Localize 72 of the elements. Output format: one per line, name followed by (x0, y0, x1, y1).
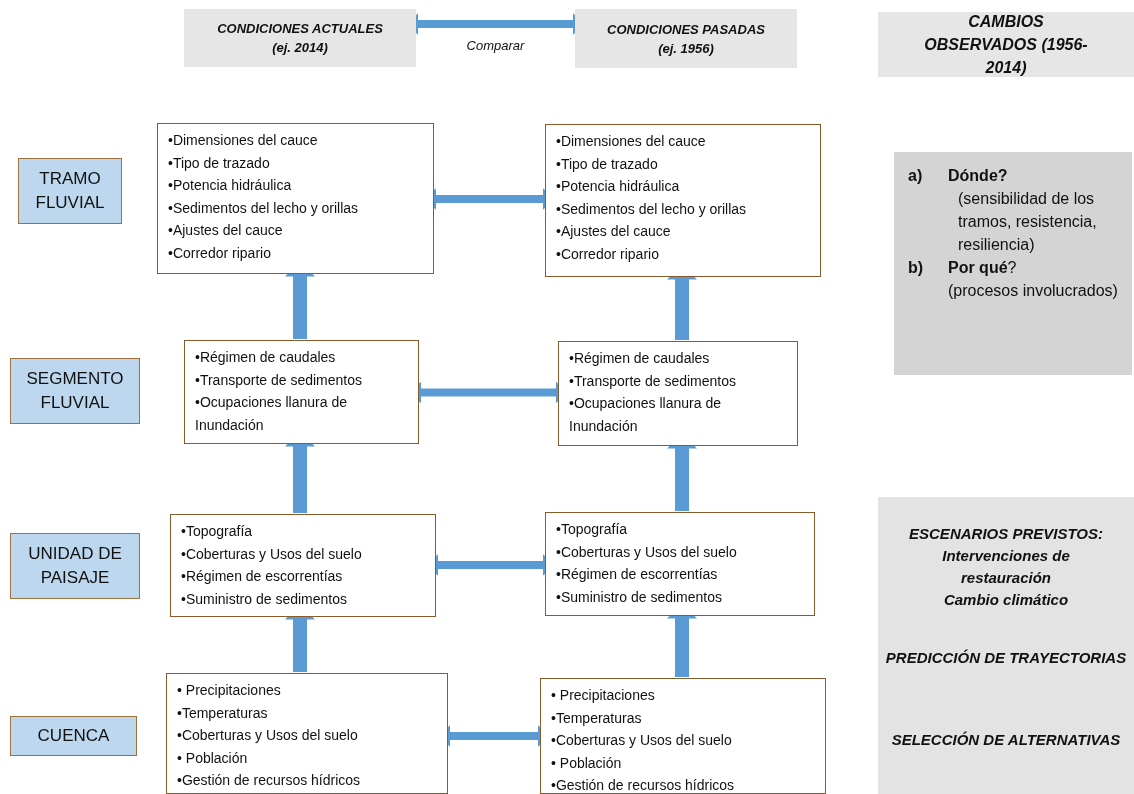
list-item: •Coberturas y Usos del suelo (551, 731, 733, 750)
list-item: •Topografía (181, 522, 254, 541)
list-item: •Régimen de escorrentías (181, 567, 344, 586)
question-panel (894, 152, 1132, 375)
list-item: •Ajustes del cauce (168, 221, 284, 240)
list-item: •Tipo de trazado (556, 154, 659, 174)
item-letter: a) (908, 166, 924, 186)
question-text: Dónde? (948, 166, 1009, 186)
list-item: •Suministro de sedimentos (556, 587, 723, 607)
level-label: CUENCA (37, 725, 110, 747)
header-text: CAMBIOS OBSERVADOS (1956-2014) (923, 12, 1089, 78)
scenario-text: Cambio climático (942, 590, 1070, 610)
list-item: •Transporte de sedimentos (569, 371, 738, 391)
list-item: •Sedimentos del lecho y orillas (556, 199, 748, 219)
level-label: TRAMO FLUVIAL (34, 168, 106, 214)
factor-list-box (558, 341, 798, 446)
question-text: Por qué? (948, 258, 1018, 278)
list-item: •Coberturas y Usos del suelo (181, 544, 363, 564)
list-item: •Coberturas y Usos del suelo (556, 542, 738, 562)
factor-list-box (540, 678, 826, 794)
scenario-text: ESCENARIOS PREVISTOS: (909, 524, 1103, 544)
item-letter: b) (908, 258, 925, 278)
list-item: •Temperaturas (177, 703, 269, 723)
list-item: •Topografía (556, 520, 629, 539)
list-item: •Gestión de recursos hídricos (551, 776, 736, 794)
factor-list-box (170, 514, 436, 617)
level-box (10, 533, 140, 599)
list-item: •Sedimentos del lecho y orillas (168, 198, 360, 218)
level-box (10, 716, 137, 756)
list-item: •Corredor ripario (168, 243, 272, 263)
scenario-text: SELECCIÓN DE ALTERNATIVAS (891, 730, 1121, 750)
list-item: •Tipo de trazado (168, 153, 271, 173)
factor-list-box (184, 340, 419, 444)
list-item: •Ocupaciones llanura de Inundación (195, 393, 348, 435)
explanation-text: (procesos involucrados) (948, 281, 1119, 301)
list-item: •Ajustes del cauce (556, 222, 672, 241)
explanation-text: (sensibilidad de los tramos, resistencia, resiliencia) (957, 189, 1098, 255)
list-item: •Coberturas y Usos del suelo (177, 726, 359, 745)
factor-list-box (545, 512, 815, 616)
list-item: •Gestión de recursos hídricos (177, 771, 362, 790)
list-item: • Población (177, 748, 249, 768)
column-header (575, 9, 797, 68)
list-item: •Dimensiones del cauce (168, 131, 319, 150)
scenario-panel (878, 497, 1134, 794)
factor-list-box (545, 124, 821, 277)
level-label: SEGMENTO FLUVIAL (25, 368, 125, 414)
scenario-text: PREDICCIÓN DE TRAYECTORIAS (885, 648, 1127, 668)
list-item: • Precipitaciones (551, 686, 656, 705)
factor-list-box (157, 123, 434, 274)
list-item: • Precipitaciones (177, 681, 282, 700)
header-text: CONDICIONES PASADAS (ej. 1956) (606, 20, 766, 58)
scenario-text: Intervenciones de restauración (941, 546, 1071, 588)
level-box (10, 358, 140, 424)
factor-list-box (166, 673, 448, 794)
list-item: •Suministro de sedimentos (181, 589, 348, 609)
column-header (878, 12, 1134, 77)
list-item: •Ocupaciones llanura de Inundación (569, 394, 722, 436)
list-item: •Corredor ripario (556, 244, 660, 264)
list-item: • Población (551, 753, 623, 773)
edge-label: Comparar (464, 38, 527, 53)
list-item: •Potencia hidráulica (556, 177, 681, 196)
header-text: CONDICIONES ACTUALES (ej. 2014) (216, 20, 384, 57)
list-item: •Dimensiones del cauce (556, 132, 707, 151)
list-item: •Temperaturas (551, 708, 643, 728)
level-box (18, 158, 122, 224)
list-item: •Transporte de sedimentos (195, 370, 364, 390)
list-item: •Régimen de caudales (195, 348, 337, 367)
level-label: UNIDAD DE PAISAJE (27, 543, 123, 589)
list-item: •Régimen de caudales (569, 349, 711, 368)
column-header (184, 9, 416, 67)
list-item: •Régimen de escorrentías (556, 565, 719, 584)
list-item: •Potencia hidráulica (168, 176, 293, 195)
